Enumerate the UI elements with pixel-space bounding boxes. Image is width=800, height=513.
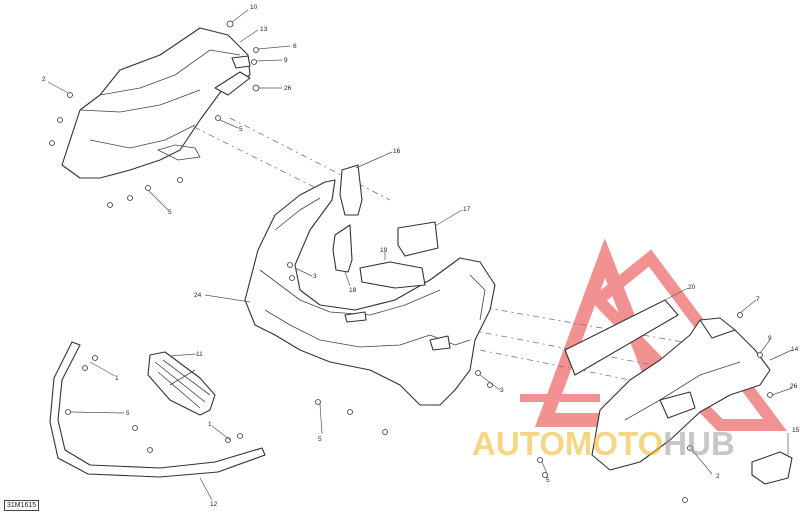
callout-18: 18: [349, 287, 357, 294]
callout-26: 26: [284, 85, 292, 92]
leader-lines: [47, 9, 793, 501]
callout-6: 6: [293, 43, 297, 50]
callout-9: 9: [284, 57, 288, 64]
watermark-part-3: HUB: [663, 425, 735, 462]
alignment-lines: [179, 117, 706, 396]
callout-12: 12: [210, 501, 218, 508]
callout-5: 5: [168, 209, 172, 216]
bracket-16: [339, 164, 363, 216]
callout-20: 20: [688, 284, 696, 291]
grille-11: [147, 351, 216, 416]
bumper-bar-12: [49, 341, 266, 478]
pad-17: [397, 221, 439, 257]
callout-2: 2: [42, 76, 46, 83]
diagram-code-label: 31M1615: [4, 500, 40, 511]
callout-5: 5: [546, 477, 550, 484]
callout-26: 26: [790, 383, 798, 390]
pad-19: [359, 261, 426, 289]
callout-labels: 10 13 6 9 26 2 5 5 16 17 19 3 18 24 20 7…: [42, 4, 800, 508]
callout-3: 3: [500, 387, 504, 394]
callout-9: 9: [768, 335, 772, 342]
callout-1: 1: [208, 421, 212, 428]
right-fender: [591, 317, 771, 471]
callout-2: 2: [716, 473, 720, 480]
callout-13: 13: [260, 26, 268, 33]
front-bumper: [244, 179, 496, 406]
callout-1: 1: [115, 375, 119, 382]
callout-16: 16: [393, 148, 401, 155]
watermark-wordmark: AUTOMOTOHUB: [472, 424, 735, 464]
callout-17: 17: [463, 206, 471, 213]
callout-14: 14: [791, 346, 799, 353]
callout-3: 3: [313, 273, 317, 280]
light-15: [751, 451, 793, 485]
upper-hood-panel: [61, 27, 251, 179]
callout-10: 10: [250, 4, 258, 11]
side-panel-20: [564, 299, 679, 376]
callout-5: 5: [239, 126, 243, 133]
watermark-part-1: AUTO: [472, 425, 565, 462]
bracket-18: [332, 224, 353, 273]
callout-15: 15: [792, 427, 800, 434]
callout-24: 24: [194, 292, 202, 299]
callout-19: 19: [380, 247, 388, 254]
callout-7: 7: [756, 296, 760, 303]
callout-5: 5: [318, 436, 322, 443]
watermark-part-2: MOTO: [564, 425, 664, 462]
callout-5: 5: [126, 410, 130, 417]
callout-11: 11: [196, 351, 203, 358]
